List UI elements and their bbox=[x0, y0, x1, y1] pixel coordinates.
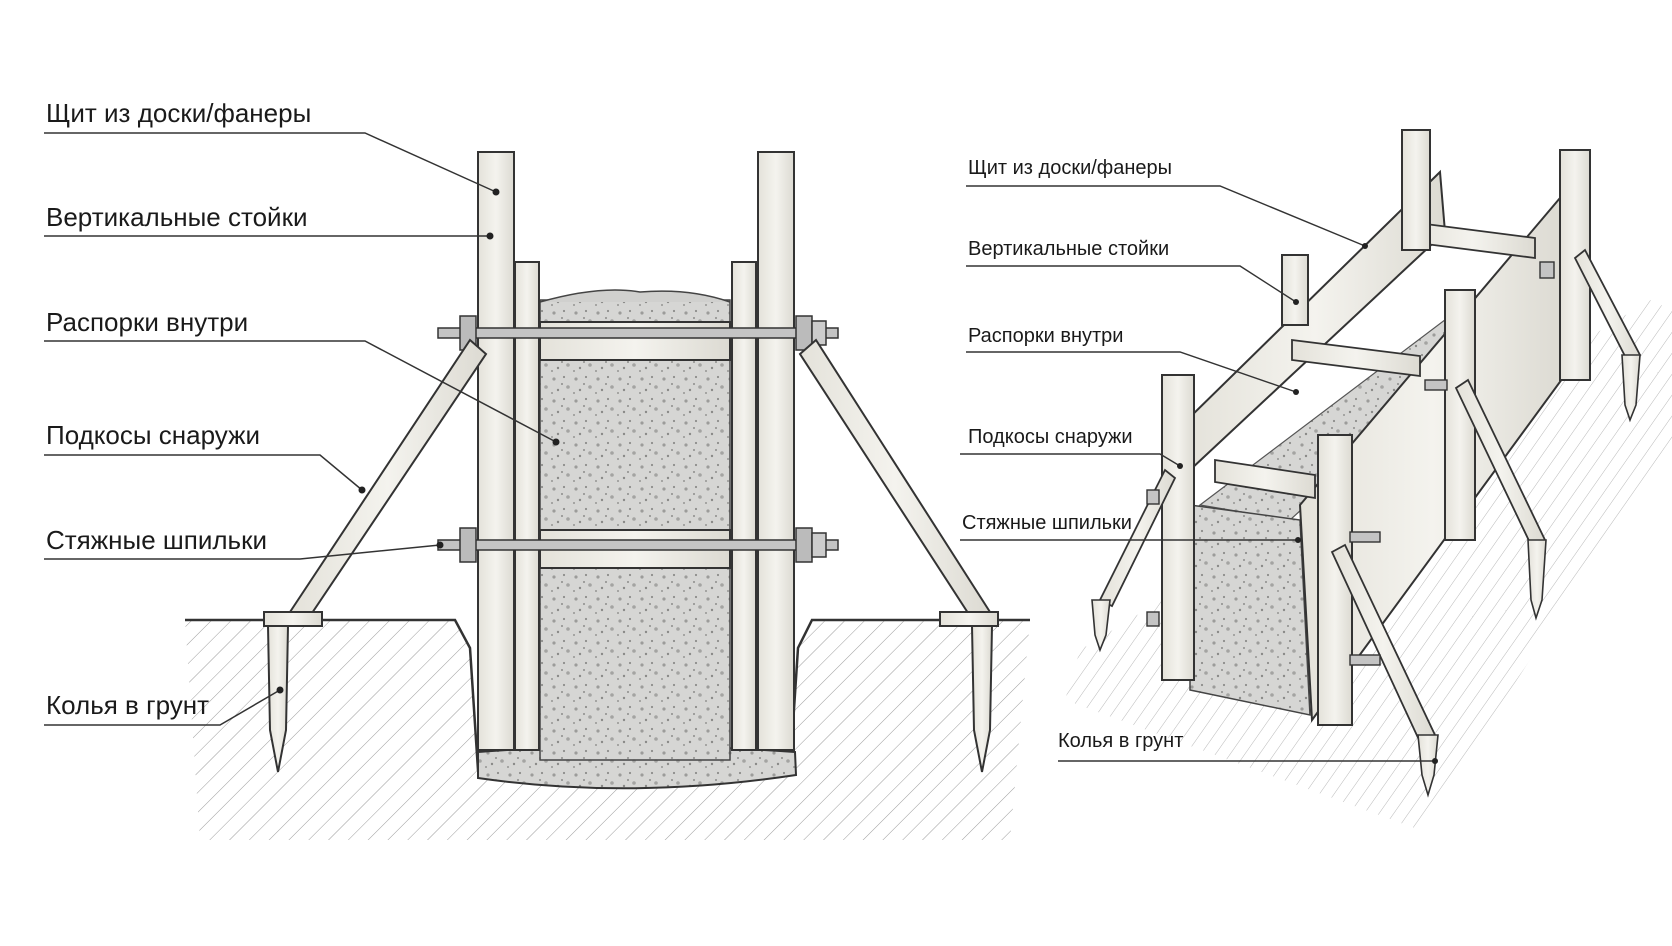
right-label-shield: Щит из доски/фанеры bbox=[968, 157, 1173, 179]
left-shield-board-right bbox=[731, 261, 757, 751]
left-label-rods: Стяжные шпильки bbox=[46, 525, 267, 555]
left-brace-left bbox=[288, 338, 488, 618]
right-label-posts: Вертикальные стойки bbox=[968, 238, 1170, 260]
left-tie-rod-bottom bbox=[437, 527, 839, 563]
right-tie-rods bbox=[1146, 261, 1555, 666]
left-label-braces: Подкосы снаружи bbox=[46, 420, 260, 450]
right-label-braces: Подкосы снаружи bbox=[968, 426, 1133, 448]
right-post-1 bbox=[1401, 129, 1431, 251]
right-label-stakes: Колья в грунт bbox=[1058, 730, 1184, 752]
left-brace-right bbox=[798, 338, 992, 618]
left-stake-right bbox=[939, 611, 999, 773]
left-shield-board-left bbox=[514, 261, 540, 751]
left-section-view bbox=[44, 132, 1030, 840]
left-ground bbox=[185, 620, 1030, 840]
left-label-posts: Вертикальные стойки bbox=[46, 202, 308, 232]
right-leader-dots bbox=[1177, 243, 1438, 764]
right-leader-lines bbox=[960, 185, 1435, 762]
left-label-shield: Щит из доски/фанеры bbox=[46, 98, 312, 128]
right-post-5 bbox=[1161, 374, 1195, 681]
right-stake-2 bbox=[1527, 539, 1547, 621]
right-stake-1 bbox=[1621, 354, 1641, 423]
right-stake-4 bbox=[1091, 599, 1111, 653]
right-isometric-view bbox=[960, 129, 1672, 830]
right-spacer-3 bbox=[1214, 458, 1316, 500]
right-label-rods: Стяжные шпильки bbox=[962, 512, 1132, 534]
left-leader-lines bbox=[44, 132, 557, 726]
left-stake-left bbox=[263, 611, 323, 773]
left-label-stakes: Колья в грунт bbox=[46, 690, 210, 720]
right-spacer-2 bbox=[1291, 338, 1421, 378]
right-post-3 bbox=[1281, 254, 1309, 326]
right-stake-3 bbox=[1417, 734, 1439, 798]
right-label-spacers: Распорки внутри bbox=[968, 325, 1124, 347]
left-leader-dots bbox=[276, 188, 560, 694]
left-label-spacers: Распорки внутри bbox=[46, 307, 249, 337]
left-post-right bbox=[757, 151, 795, 751]
right-concrete-front bbox=[1189, 504, 1311, 716]
left-post-left bbox=[477, 151, 515, 751]
